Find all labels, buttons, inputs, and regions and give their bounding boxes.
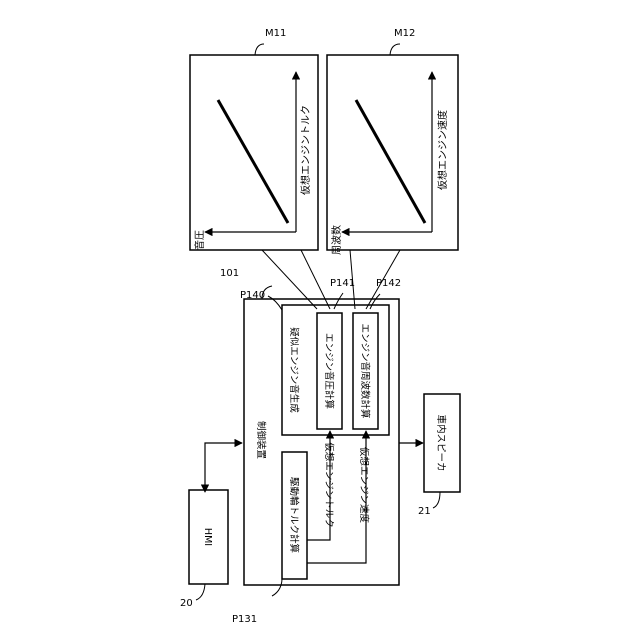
torque-calc-ref: P131 [232,614,257,625]
frequency-calc-label: エンジン音周波数計算 [359,323,371,418]
pseudo-sound-ref: P140 [240,290,265,301]
frequency-calc-ref: P142 [376,278,401,289]
speaker-ref: 21 [418,506,431,517]
speaker: 車内スピーカ 21 [399,394,460,517]
graph-m11-curve [218,100,288,223]
graph-m12-ref: M12 [394,28,415,39]
speaker-label: 車内スピーカ [435,414,447,471]
frequency-calc-leader [370,294,380,309]
pressure-calc-ref: P141 [330,278,355,289]
control-device-frame [244,299,399,585]
signal-speed-label: 仮想エンジン速度 [358,447,370,524]
graph-m11-x-label: 仮想エンジントルク [299,105,312,195]
pressure-calc-label: エンジン音圧計算 [323,333,335,409]
graph-m12-y-label: 周波数 [330,225,343,255]
graph-m12-curve [356,100,425,223]
signal-speed-line [307,431,366,563]
speaker-leader [433,492,440,508]
graph-m12: 仮想エンジン速度 周波数 M12 [327,28,458,255]
signal-torque-label: 仮想エンジントルク [323,442,335,528]
torque-calc-label: 駆動輪トルク計算 [288,477,300,553]
pseudo-sound-leader [268,296,282,310]
graph-m12-x-label: 仮想エンジン速度 [436,110,449,190]
graph-m11-frame [190,55,318,250]
hmi-leader [196,584,205,600]
hmi-ref: 20 [180,598,193,609]
graph-m11-ref: M11 [265,28,286,39]
graph-m11: 仮想エンジントルク 音圧 M11 [190,28,318,250]
graph-m11-leader [255,44,264,55]
graph-m11-y-label: 音圧 [193,230,206,250]
control-device: 制御装置 101 疑似エンジン音生成 P140 エンジン音圧計算 P141 エン… [220,268,401,625]
pressure-calc-leader [334,293,343,309]
hmi-link [205,443,242,492]
control-device-ref: 101 [220,268,239,279]
hmi-label: HMI [202,528,213,546]
graph-m12-leader [390,44,400,55]
pseudo-sound-label: 疑似エンジン音生成 [288,327,300,413]
control-device-label: 制御装置 [255,421,267,459]
hmi: HMI 20 [180,443,242,609]
